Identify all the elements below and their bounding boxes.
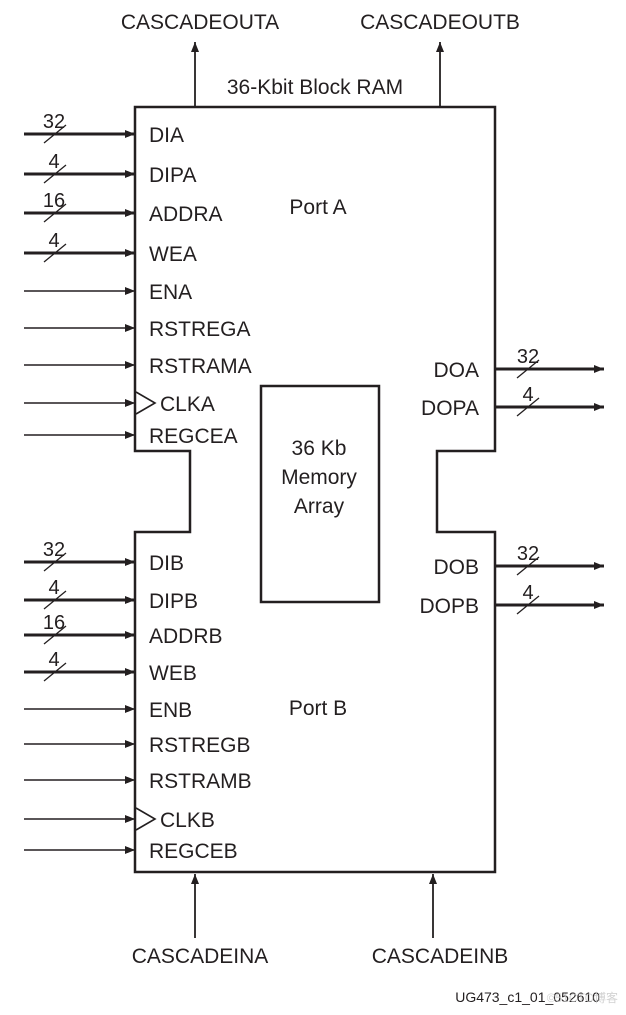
pin-addrb-width: 16 (43, 612, 65, 634)
pin-addra-width: 16 (43, 190, 65, 212)
pin-dipa-bus-slash (43, 164, 67, 184)
pin-regceb-label: REGCEB (149, 840, 238, 863)
pin-dob-width: 32 (517, 543, 539, 565)
pin-addra-label: ADDRA (149, 203, 223, 226)
pin-dopa-width: 4 (522, 384, 533, 406)
pin-addrb-label: ADDRB (149, 625, 223, 648)
pin-doa-width: 32 (517, 346, 539, 368)
pin-dopb-label: DOPB (419, 595, 479, 618)
pin-dipa-label: DIPA (149, 164, 196, 187)
cascadeina-label: CASCADEINA (132, 945, 269, 968)
port-a-input-pins: 32DIA4DIPA16ADDRA4WEAENARSTREGARSTRAMACL… (24, 111, 252, 448)
memory-array-label-1: 36 Kb (292, 437, 347, 460)
port-b-input-pins: 32DIB4DIPB16ADDRB4WEBENBRSTREGBRSTRAMBCL… (24, 539, 252, 863)
memory-array-label-2: Memory (281, 466, 357, 489)
pin-rstregb-label: RSTREGB (149, 734, 251, 757)
pin-dia-width: 32 (43, 111, 65, 133)
pin-dipa-width: 4 (48, 151, 59, 173)
pin-wea-width: 4 (48, 230, 59, 252)
pin-dib-width: 32 (43, 539, 65, 561)
block-outline (133, 105, 497, 874)
cascadeoutb-label: CASCADEOUTB (360, 11, 520, 34)
block-title: 36-Kbit Block RAM (227, 76, 403, 99)
pin-dipb-width: 4 (48, 577, 59, 599)
pin-dob-label: DOB (433, 556, 479, 579)
pin-addrb-bus-slash (43, 625, 67, 645)
watermark: ©51CTO博客 (547, 990, 618, 1005)
pin-enb-label: ENB (149, 699, 192, 722)
pin-web-bus-slash (43, 662, 67, 682)
pin-rstrama-label: RSTRAMA (149, 355, 252, 378)
pin-rstrega-label: RSTREGA (149, 318, 251, 341)
memory-array-box (259, 384, 381, 604)
pin-dopb-bus-slash (516, 595, 540, 615)
figure-id: UG473_c1_01_052610 (455, 989, 600, 1005)
pin-web-width: 4 (48, 649, 59, 671)
cascadeouta-label: CASCADEOUTA (121, 11, 279, 34)
pin-doa-label: DOA (433, 359, 479, 382)
pin-addra-bus-slash (43, 203, 67, 223)
clock-input-triangle-icon (135, 391, 157, 415)
port-a-label: Port A (289, 196, 346, 219)
pin-wea-bus-slash (43, 243, 67, 263)
memory-array-label-3: Array (294, 495, 345, 518)
pin-dopa-bus-slash (516, 397, 540, 417)
pin-doa-bus-slash (516, 359, 540, 379)
pin-dopa-label: DOPA (421, 397, 479, 420)
pin-regcea-label: REGCEA (149, 425, 238, 448)
pin-dob-bus-slash (516, 556, 540, 576)
pin-dib-label: DIB (149, 552, 184, 575)
pin-web-label: WEB (149, 662, 197, 685)
pin-dopb-width: 4 (522, 582, 533, 604)
cascadeinb-label: CASCADEINB (372, 945, 509, 968)
port-b-label: Port B (289, 697, 347, 720)
pin-wea-label: WEA (149, 243, 197, 266)
pin-ena-label: ENA (149, 281, 192, 304)
pin-dib-bus-slash (43, 552, 67, 572)
pin-clka-label: CLKA (160, 393, 215, 416)
pin-dia-bus-slash (43, 124, 67, 144)
clock-input-triangle-icon (135, 807, 157, 831)
pin-dipb-label: DIPB (149, 590, 198, 613)
pin-dia-label: DIA (149, 124, 184, 147)
pin-clkb-label: CLKB (160, 809, 215, 832)
pin-rstramb-label: RSTRAMB (149, 770, 252, 793)
pin-dipb-bus-slash (43, 590, 67, 610)
